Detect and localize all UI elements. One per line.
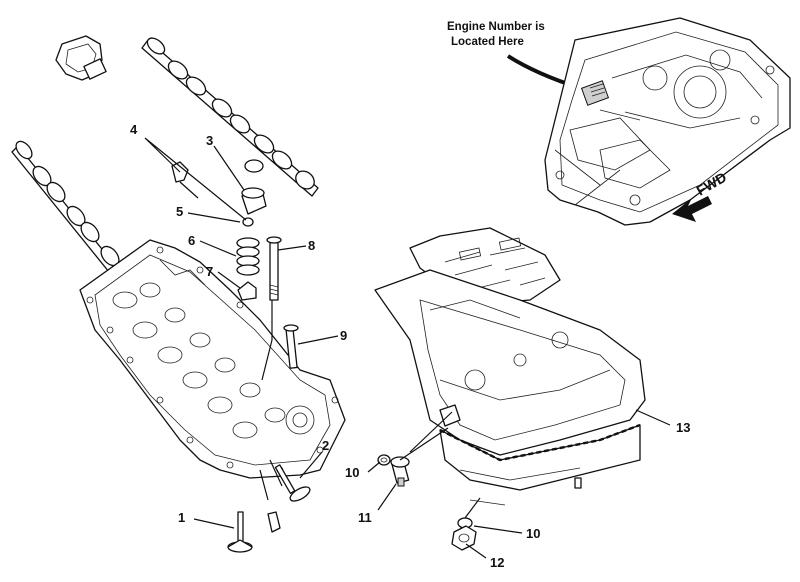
camshaft-sensor-ring [55,35,107,81]
annotation-line-2: Located Here [451,36,524,48]
head-bolt [266,236,282,301]
short-bolt [283,324,299,369]
valvetrain-components [144,137,299,381]
annotation-line-1: Engine Number is [447,21,545,33]
callout-5: 5 [176,204,183,219]
callout-11: 11 [358,510,372,525]
leader-13 [635,409,671,426]
oil-pan-fasteners [377,411,481,551]
drain-plug [451,525,477,551]
callout-4: 4 [130,122,138,137]
callout-10-upper: 10 [345,465,359,480]
leader-10a [367,461,381,473]
leader-6 [199,240,237,257]
leader-11 [377,483,397,511]
valves [227,459,311,553]
leader-2 [299,451,323,479]
engine-block [544,17,791,226]
exhaust-valve [274,464,311,502]
leader-7 [217,271,241,289]
callout-9: 9 [340,328,347,343]
exhaust-camshaft [141,37,319,197]
callout-2: 2 [322,438,329,453]
intake-valve [227,511,253,553]
leader-8 [277,245,307,251]
sealing-washer [377,454,391,466]
oil-pan-assembly [374,227,646,506]
lower-oil-pan [439,424,641,491]
leader-12 [465,543,487,559]
upper-oil-pan [374,269,646,456]
leader-9 [297,335,339,345]
valve-stem-seal [237,281,257,301]
leader-3 [213,145,245,191]
callout-leaders [187,145,671,559]
cylinder-head [79,239,346,479]
callout-7: 7 [206,264,213,279]
leader-5 [187,212,241,223]
leader-1 [193,518,235,529]
callout-8: 8 [308,238,315,253]
forward-arrow-icon [672,196,712,222]
callout-labels: 1 2 3 4 5 6 7 8 9 10 11 13 10 12 [130,122,690,570]
callout-10-lower: 10 [526,526,540,541]
callout-3: 3 [206,133,213,148]
callout-13: 13 [676,420,690,435]
callout-12: 12 [490,555,504,570]
sump-gasket [439,423,641,462]
leader-10b [473,525,523,534]
callout-6: 6 [188,233,195,248]
valve-spring [236,237,260,276]
callout-1: 1 [178,510,185,525]
oil-level-sensor [390,456,410,487]
